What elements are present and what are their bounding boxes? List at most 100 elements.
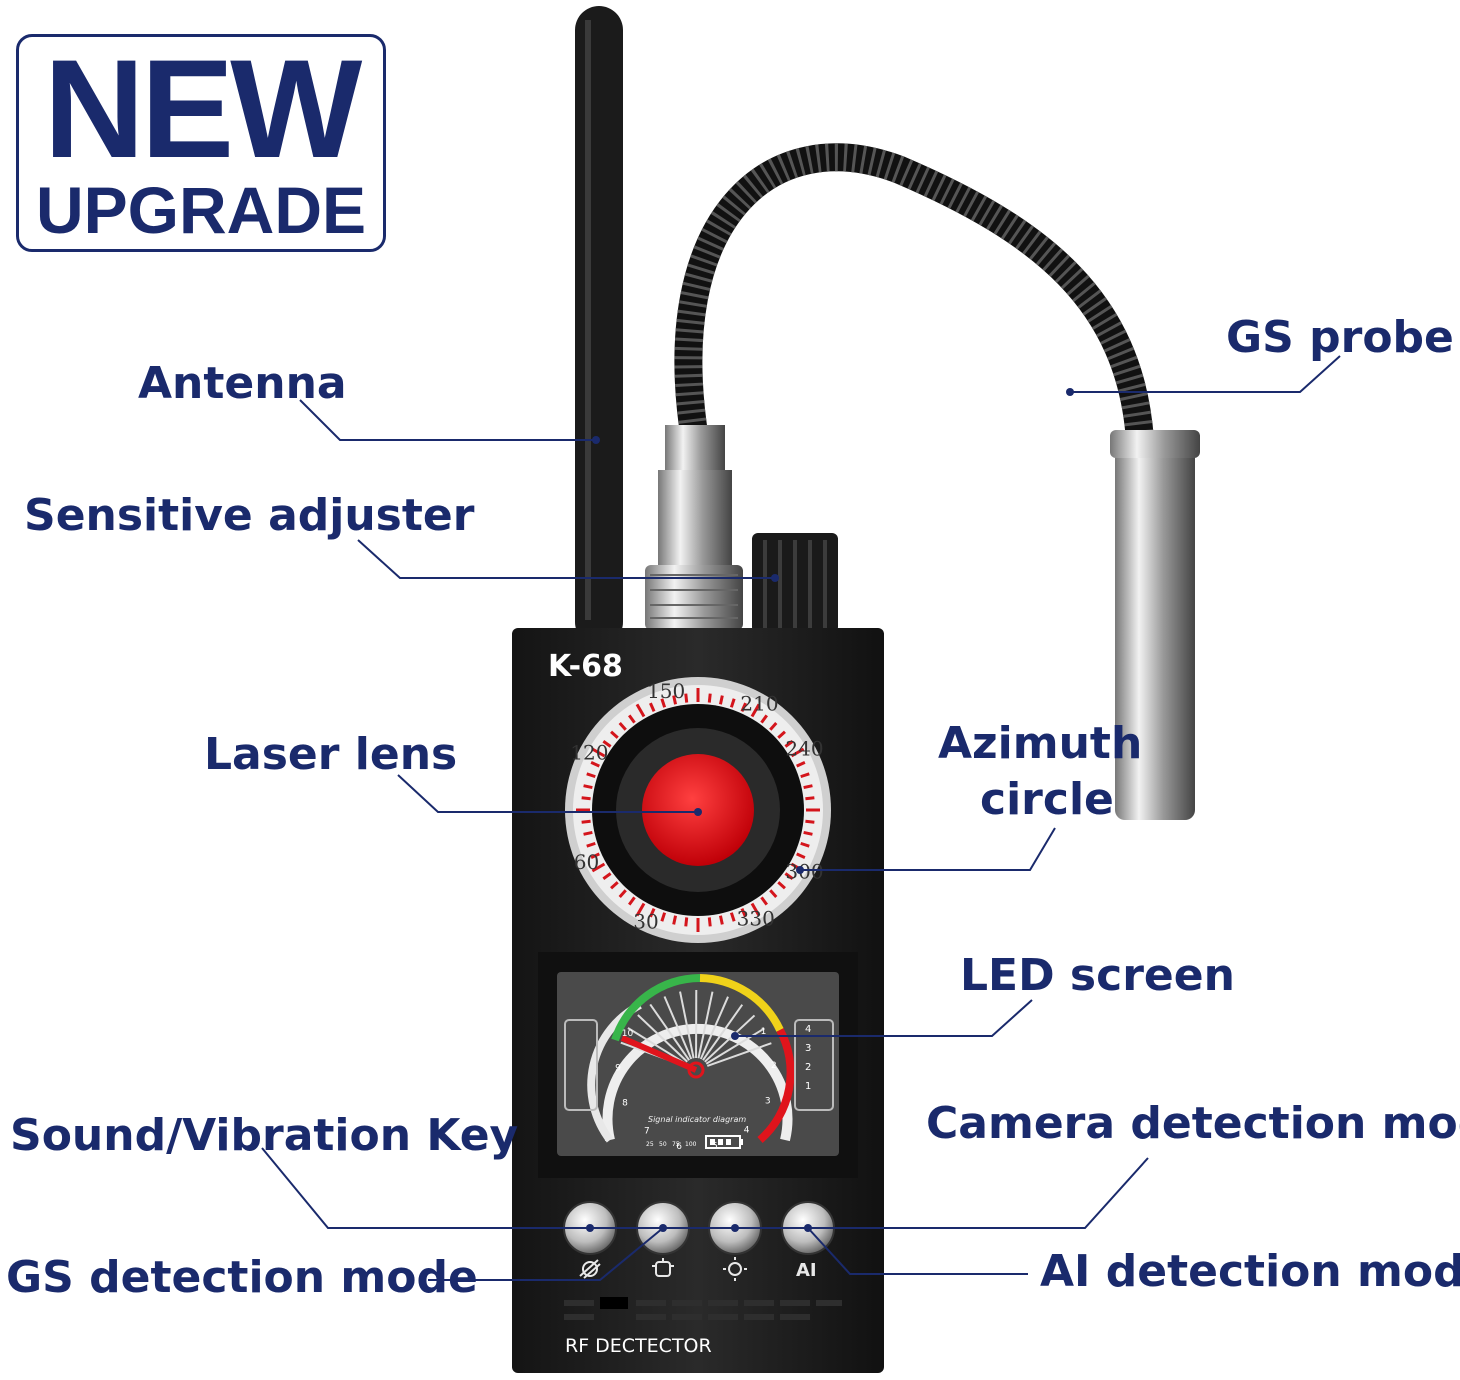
dial-number: 9 bbox=[615, 1063, 621, 1073]
sound-vibration-key-label: Sound/Vibration Key bbox=[10, 1110, 519, 1161]
azimuth-tick bbox=[718, 915, 724, 925]
azimuth-label: 120 bbox=[570, 740, 608, 764]
azimuth-tick bbox=[649, 702, 656, 712]
azimuth-tick bbox=[635, 902, 646, 917]
azimuth-tick bbox=[769, 889, 778, 898]
leader-lines bbox=[261, 355, 1341, 1281]
azimuth-tick bbox=[803, 784, 813, 790]
azimuth-tick bbox=[586, 841, 596, 848]
azimuth-tick bbox=[583, 784, 593, 790]
azimuth-tick bbox=[583, 830, 593, 836]
bottom-number: 100 bbox=[685, 1141, 697, 1148]
screen-spoke bbox=[627, 1027, 687, 1065]
azimuth-label: 150 bbox=[647, 679, 685, 703]
side-number: 1 bbox=[805, 1081, 811, 1092]
battery-icon bbox=[705, 1135, 743, 1149]
azimuth-tick bbox=[760, 714, 768, 724]
azimuth-tick bbox=[618, 722, 627, 731]
azimuth-label: 330 bbox=[737, 907, 775, 931]
azimuth-label: 210 bbox=[740, 691, 778, 715]
azimuth-tick bbox=[750, 703, 761, 718]
dial-number: 4 bbox=[744, 1125, 750, 1135]
azimuth-tick bbox=[800, 772, 810, 779]
camera-bug-icon bbox=[652, 1258, 674, 1277]
badge-new-text: NEW bbox=[43, 30, 363, 187]
new-upgrade-badge: NEW UPGRADE bbox=[16, 34, 386, 252]
azimuth-tick bbox=[796, 761, 806, 768]
azimuth-tick bbox=[718, 695, 724, 705]
sensitivity-knob[interactable] bbox=[752, 533, 838, 633]
ai-detection-mode-label: AI detection mode bbox=[1040, 1246, 1460, 1297]
azimuth-ticks bbox=[576, 688, 820, 932]
side-number: 2 bbox=[805, 1062, 811, 1073]
dial-number: 8 bbox=[622, 1098, 628, 1108]
azimuth-tick bbox=[591, 747, 606, 758]
camera-detection-mode-label: Camera detection mode bbox=[926, 1098, 1460, 1149]
speaker-grille bbox=[564, 1297, 842, 1320]
model-name: K-68 bbox=[548, 649, 623, 684]
screen-spoke bbox=[649, 1003, 690, 1061]
gs-probe-icon bbox=[579, 1259, 601, 1279]
ai-icon: AI bbox=[796, 1260, 817, 1281]
side-number: 3 bbox=[805, 1043, 811, 1054]
azimuth-tick bbox=[707, 693, 712, 703]
azimuth-tick bbox=[684, 917, 689, 927]
azimuth-tick bbox=[602, 872, 612, 880]
sun-icon bbox=[723, 1257, 747, 1281]
leader-dots bbox=[586, 388, 1074, 1232]
azimuth-tick bbox=[628, 896, 636, 906]
azimuth-tick bbox=[635, 703, 646, 718]
azimuth-tick bbox=[672, 915, 678, 925]
bottom-number: 25 bbox=[646, 1141, 654, 1148]
side-number: 4 bbox=[805, 1024, 811, 1035]
antenna-label: Antenna bbox=[138, 358, 347, 409]
azimuth-tick bbox=[628, 714, 636, 724]
dial-number: 2 bbox=[771, 1061, 777, 1071]
azimuth-tick bbox=[750, 902, 761, 917]
azimuth-tick bbox=[805, 819, 815, 824]
azimuth-tick bbox=[805, 796, 815, 801]
azimuth-tick bbox=[760, 896, 768, 906]
screen-spoke bbox=[679, 991, 695, 1059]
azimuth-tick bbox=[729, 912, 736, 922]
azimuth-tick bbox=[590, 761, 600, 768]
azimuth-label: 300 bbox=[785, 860, 823, 884]
azimuth-tick bbox=[729, 698, 736, 708]
azimuth-tick bbox=[581, 819, 591, 824]
screen-spoke bbox=[702, 1004, 744, 1061]
antenna bbox=[575, 6, 623, 646]
dial-number: 7 bbox=[644, 1127, 650, 1137]
azimuth-tick bbox=[660, 698, 667, 708]
azimuth-tick bbox=[649, 908, 656, 918]
screen-spoke bbox=[699, 996, 729, 1060]
screen-spoke bbox=[697, 991, 714, 1059]
gs-probe-label: GS probe bbox=[1226, 312, 1454, 363]
badge-upgrade-text: UPGRADE bbox=[35, 173, 367, 247]
dial-number: 6 bbox=[676, 1142, 682, 1152]
azimuth-tick bbox=[590, 852, 600, 859]
azimuth-tick bbox=[610, 730, 619, 739]
gs-detection-mode-label: GS detection mode bbox=[6, 1252, 478, 1303]
azimuth-tick bbox=[740, 702, 747, 712]
screen-caption: Signal indicator diagram bbox=[648, 1115, 746, 1124]
azimuth-tick bbox=[591, 862, 606, 873]
azimuth-tick bbox=[803, 830, 813, 836]
azimuth-tick bbox=[684, 693, 689, 703]
azimuth-tick bbox=[769, 722, 778, 731]
azimuth-tick bbox=[777, 881, 786, 890]
azimuth-tick bbox=[618, 889, 627, 898]
azimuth-tick bbox=[586, 772, 596, 779]
azimuth-tick bbox=[610, 881, 619, 890]
dial-number: 10 bbox=[622, 1029, 634, 1039]
azimuth-tick bbox=[784, 740, 794, 748]
azimuth-label: 240 bbox=[785, 737, 823, 761]
dial-number: 1 bbox=[761, 1027, 767, 1037]
screen-spoke bbox=[704, 1014, 756, 1063]
screen-spoke bbox=[706, 1042, 772, 1067]
